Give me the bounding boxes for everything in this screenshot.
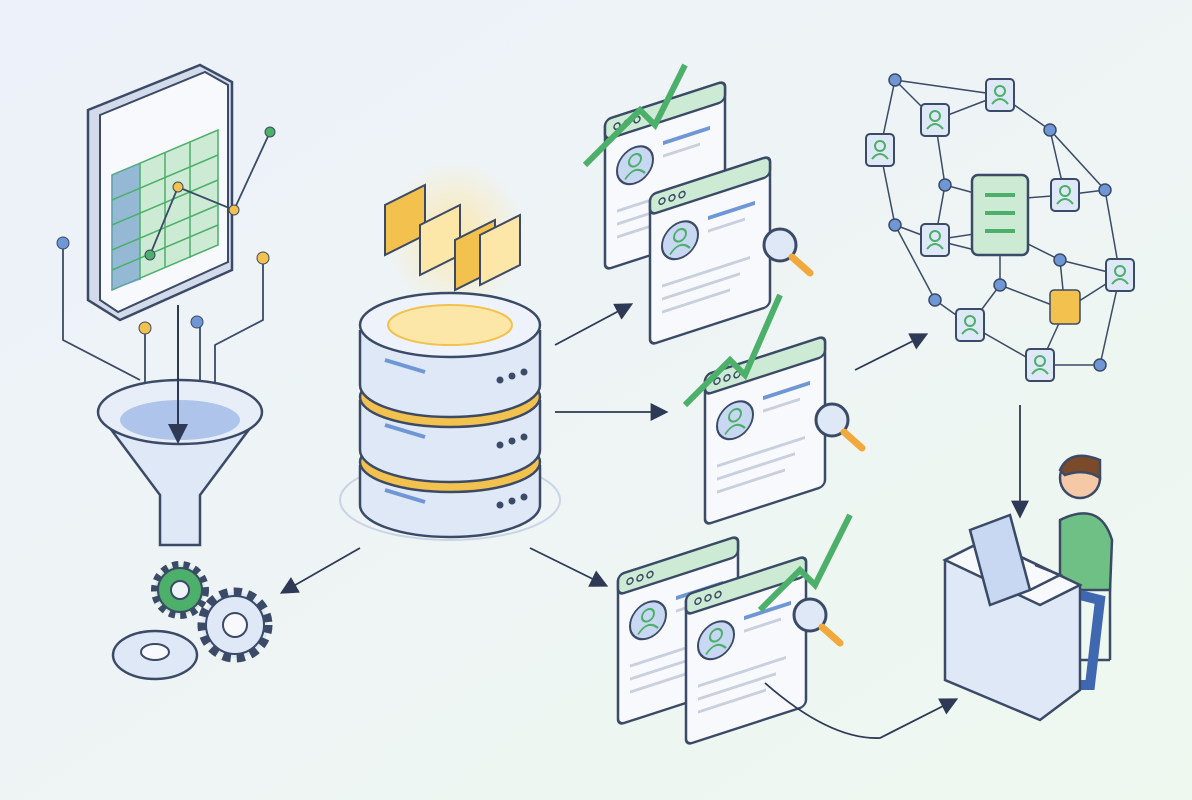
person-at-laptop-icon — [942, 454, 1114, 722]
report-card-icon — [682, 293, 862, 525]
gears-icon — [111, 561, 273, 681]
funnel-icon — [56, 236, 270, 547]
trend-arrow-icon — [682, 293, 783, 408]
report-card-icon — [582, 63, 810, 345]
trend-arrow-icon — [757, 513, 853, 613]
arrow — [279, 547, 361, 594]
report-card-icon — [618, 513, 853, 745]
arrow — [764, 682, 959, 739]
network-graph-icon — [865, 73, 1135, 382]
trend-arrow-icon — [582, 63, 688, 168]
spreadsheet-icon — [86, 63, 276, 322]
arrow — [854, 333, 929, 371]
arrow — [529, 547, 609, 587]
database-icon — [339, 160, 561, 541]
folders-icon — [384, 183, 521, 292]
arrow — [554, 303, 634, 346]
